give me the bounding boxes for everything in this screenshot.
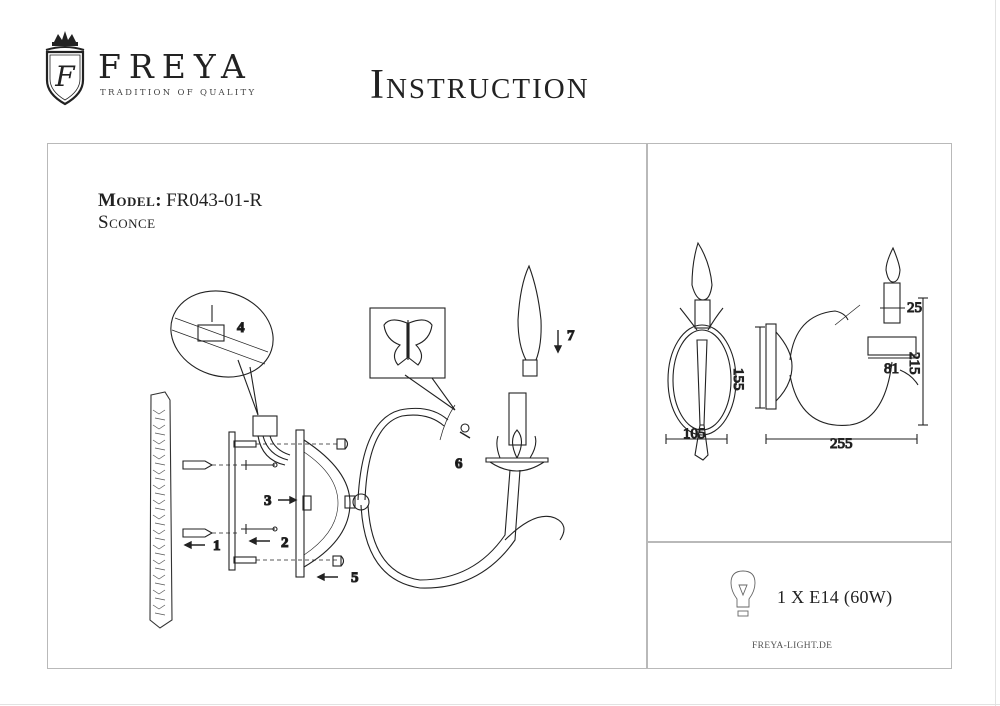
model-info: Model:FR043-01-R Sconce (98, 190, 262, 234)
light-bulb-icon (730, 570, 756, 617)
terminal-detail-callout (170, 290, 274, 416)
brand-tagline: TRADITION OF QUALITY (100, 88, 257, 98)
step-4-label: 4 (237, 320, 245, 336)
terminal-block-icon (252, 415, 291, 466)
row-divider (646, 541, 952, 543)
brand-name: FREYA (98, 47, 253, 86)
dim-side-height: 155 (730, 368, 746, 391)
step-2-label: 2 (281, 535, 289, 551)
step-6-label: 6 (455, 456, 463, 472)
dim-overall-height: 215 (906, 352, 922, 375)
step-3-label: 3 (264, 493, 272, 509)
page-title: Instruction (370, 62, 590, 108)
svg-text:F: F (54, 60, 76, 93)
bulb-spec: 1 X E14 (60W) (777, 587, 893, 607)
side-view-drawing (755, 246, 928, 444)
crest-icon: F (45, 31, 85, 106)
candle-bulb-icon (517, 264, 542, 377)
content-frame (47, 143, 952, 669)
arm-icon (344, 407, 565, 589)
arrow-icon (183, 330, 563, 582)
page-edge (995, 0, 996, 706)
step-1-label: 1 (213, 538, 221, 554)
product-type: Sconce (98, 211, 156, 233)
dim-overall-depth: 255 (830, 436, 853, 452)
cap-nut-icon (332, 438, 349, 567)
step-7-label: 7 (567, 328, 575, 344)
model-label: Model: (98, 190, 163, 211)
dim-cup-width: 81 (884, 361, 899, 377)
front-view-drawing (665, 241, 737, 461)
website-link[interactable]: FREYA-LIGHT.DE (752, 641, 833, 651)
page-edge (0, 704, 1000, 705)
butterfly-detail-callout (369, 307, 470, 441)
wall-section-icon (149, 391, 173, 629)
model-number: FR043-01-R (166, 190, 263, 211)
canopy-icon (295, 429, 351, 578)
step-5-label: 5 (351, 570, 359, 586)
dim-candle-width: 25 (907, 300, 922, 316)
candle-holder-icon (485, 392, 549, 472)
mounting-plate (228, 431, 236, 571)
wall-anchor-icon (182, 460, 214, 538)
brand-logo: F FREYA TRADITION OF QUALITY (40, 28, 270, 108)
dim-front-width: 105 (683, 426, 706, 442)
column-divider (646, 143, 648, 669)
